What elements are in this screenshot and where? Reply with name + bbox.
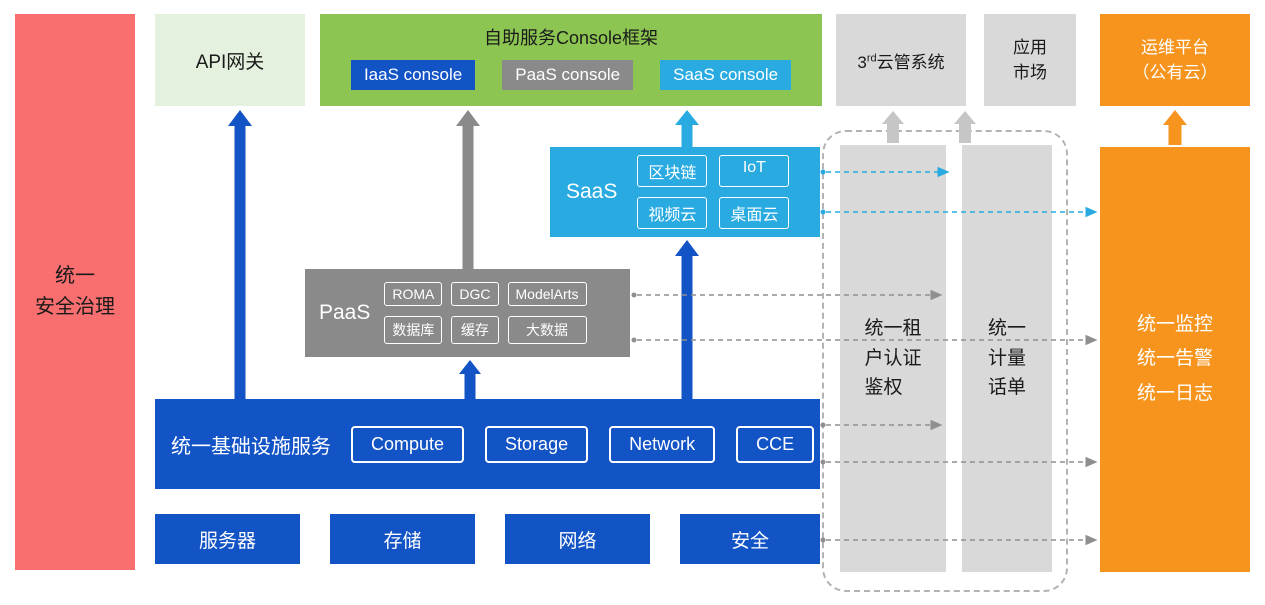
security-governance-bar: 统一 安全治理 <box>15 14 135 570</box>
security-governance-line2: 安全治理 <box>35 296 115 318</box>
saas-chip-blockchain: 区块链 <box>637 155 708 187</box>
iaas-console-chip: IaaS console <box>350 60 476 90</box>
arrow-infra-to-saas <box>675 240 699 399</box>
paas-chip-roma: ROMA <box>384 282 443 306</box>
saas-chip-video-cloud: 视频云 <box>637 197 708 229</box>
infra-chip-network: Network <box>609 425 716 463</box>
dashed-group-border <box>822 130 1068 592</box>
infra-services-box: 统一基础设施服务 Compute Storage Network CCE <box>155 399 820 489</box>
api-gateway-box: API网关 <box>155 14 305 106</box>
monitoring-label: 统一监控 统一告警 统一日志 <box>1136 314 1213 404</box>
server-label: 服务器 <box>198 530 256 552</box>
arrow-infra-to-paas <box>459 360 481 399</box>
security-box: 安全 <box>680 514 820 564</box>
saas-chip-grid: 区块链 IoT 视频云 桌面云 <box>637 155 790 229</box>
arrow-infra-to-api-gateway <box>228 110 252 399</box>
security-governance-line1: 统一 <box>55 265 95 287</box>
ops-platform-box: 运维平台 （公有云） <box>1100 14 1250 106</box>
metering-label: 统一 计量 话单 <box>987 318 1026 399</box>
metering-bar: 统一 计量 话单 <box>962 145 1052 572</box>
infra-chip-compute: Compute <box>351 425 465 463</box>
saas-box: SaaS 区块链 IoT 视频云 桌面云 <box>550 147 820 237</box>
network-box: 网络 <box>505 514 650 564</box>
third-party-label: 3rd云管系统 <box>857 51 945 72</box>
third-party-cloud-mgmt-box: 3rd云管系统 <box>836 14 966 106</box>
storage-box: 存储 <box>330 514 475 564</box>
arrow-monitoring-to-ops-platform <box>1163 110 1187 145</box>
infra-chip-row: Compute Storage Network CCE <box>351 425 815 463</box>
dot-paas-line2 <box>631 337 637 343</box>
dot-paas-line1 <box>631 292 637 298</box>
saas-console-chip: SaaS console <box>660 60 792 90</box>
network-label: 网络 <box>558 530 597 552</box>
paas-box: PaaS ROMA DGC ModelArts 数据库 缓存 大数据 <box>305 269 630 357</box>
infra-chip-cce: CCE <box>736 425 815 463</box>
api-gateway-label: API网关 <box>195 51 265 73</box>
paas-console-chip: PaaS console <box>502 60 634 90</box>
ops-platform-line2: （公有云） <box>1132 63 1218 82</box>
tenant-auth-label: 统一租 户认证 鉴权 <box>864 318 922 399</box>
app-market-line2: 市场 <box>1013 63 1047 82</box>
app-market-box: 应用 市场 <box>984 14 1076 106</box>
storage-label: 存储 <box>383 530 422 552</box>
infra-chip-storage: Storage <box>485 425 589 463</box>
server-box: 服务器 <box>155 514 300 564</box>
console-framework-title: 自助服务Console框架 <box>483 28 659 48</box>
console-framework-box: 自助服务Console框架 IaaS console PaaS console … <box>320 14 822 106</box>
paas-label: PaaS <box>319 301 371 324</box>
saas-chip-desktop-cloud: 桌面云 <box>719 197 790 229</box>
paas-chip-cache: 缓存 <box>451 316 499 344</box>
paas-chip-modelarts: ModelArts <box>507 282 587 306</box>
paas-chip-bigdata: 大数据 <box>507 316 587 344</box>
paas-chip-grid: ROMA DGC ModelArts 数据库 缓存 大数据 <box>384 282 587 344</box>
ops-platform-line1: 运维平台 <box>1141 37 1209 57</box>
monitoring-box: 统一监控 统一告警 统一日志 <box>1100 147 1250 572</box>
paas-chip-database: 数据库 <box>384 316 443 344</box>
saas-chip-iot: IoT <box>719 155 790 187</box>
tenant-auth-bar: 统一租 户认证 鉴权 <box>840 145 946 572</box>
arrow-paas-to-console <box>456 110 480 269</box>
console-chip-row: IaaS console PaaS console SaaS console <box>350 60 792 90</box>
app-market-line1: 应用 <box>1013 37 1047 57</box>
security-label: 安全 <box>730 530 769 552</box>
infra-services-label: 统一基础设施服务 <box>171 435 331 458</box>
saas-label: SaaS <box>566 180 618 203</box>
arrow-saas-to-saas-console <box>675 110 699 147</box>
paas-chip-dgc: DGC <box>451 282 499 306</box>
